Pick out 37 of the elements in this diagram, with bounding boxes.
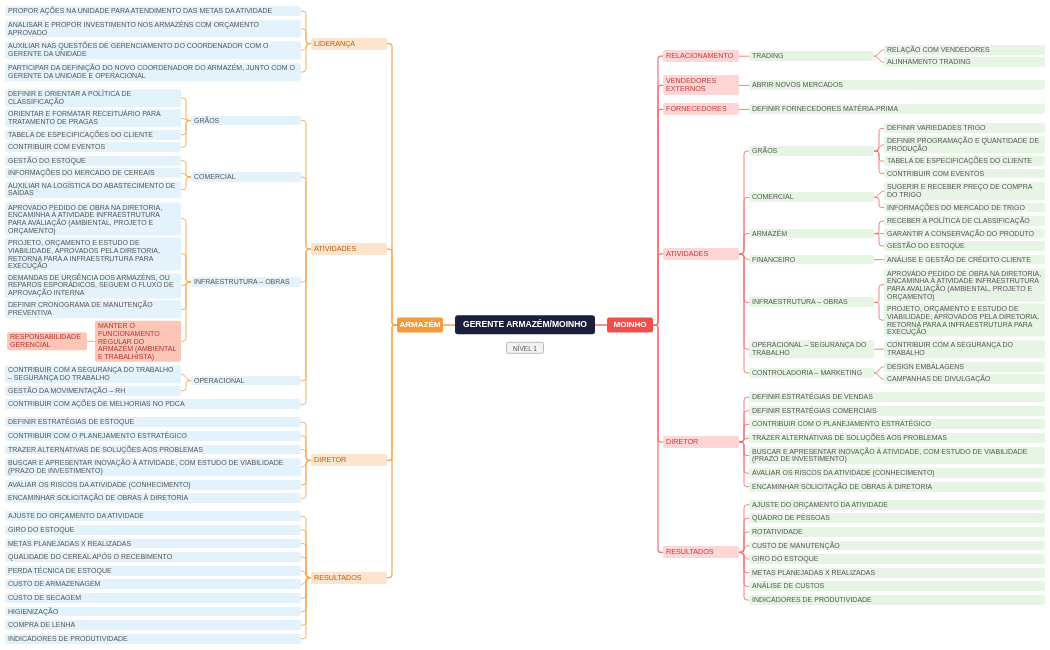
connector-line	[873, 301, 885, 321]
connector-line	[873, 372, 885, 380]
connector-line	[300, 459, 312, 468]
connector-line	[738, 545, 750, 553]
connector-line	[300, 577, 312, 640]
connector-line	[86, 340, 96, 342]
connector-line	[873, 233, 885, 247]
connector-line	[300, 570, 312, 579]
connector-line	[738, 551, 750, 560]
connector-line	[738, 108, 750, 110]
connector-line	[738, 253, 750, 261]
main-topic: MOINHO	[607, 317, 653, 333]
connector-line	[873, 259, 885, 261]
connector-line	[738, 84, 750, 86]
connector-line	[873, 190, 885, 198]
connector-line	[442, 324, 456, 326]
connector-line	[873, 366, 885, 374]
connector-line	[180, 380, 192, 392]
connector-line	[873, 144, 885, 152]
connector-line	[300, 43, 312, 73]
connector-line	[594, 324, 608, 326]
connector-line	[180, 120, 192, 148]
connector-line	[873, 150, 885, 175]
connector-line	[738, 55, 750, 57]
connector-line	[873, 55, 885, 63]
connector-line	[873, 49, 885, 57]
connector-line	[300, 459, 312, 499]
connector-line	[738, 551, 750, 601]
central-topic: GERENTE ARMAZÉM/MOINHO	[455, 315, 595, 335]
main-topic: ARMAZÉM	[397, 317, 443, 333]
connector-line	[300, 176, 312, 250]
connector-line	[386, 324, 398, 579]
connector-line	[180, 373, 192, 382]
connector-line	[873, 348, 885, 350]
connector-line	[180, 172, 192, 178]
connector-line	[180, 176, 192, 191]
connector-line	[873, 196, 885, 209]
